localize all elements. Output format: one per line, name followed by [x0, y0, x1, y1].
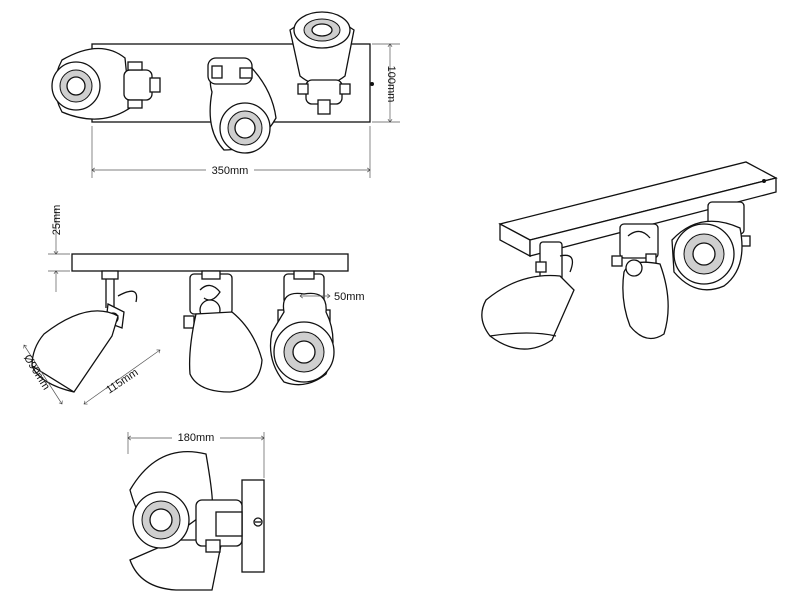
spotlight-left-top — [51, 47, 161, 120]
dimension-depth-side: 180mm — [178, 432, 215, 444]
isometric-view — [481, 161, 778, 350]
dimension-height-top: 100mm — [385, 66, 397, 103]
side-view: 180mm — [128, 430, 265, 591]
base-plate-front — [71, 253, 349, 272]
spotlight-right-top — [289, 11, 355, 115]
spotlight-right-iso — [671, 201, 751, 291]
spotlight-side — [129, 450, 243, 591]
spotlight-right-front — [269, 270, 335, 386]
dimension-plate-thickness: 25mm — [51, 205, 63, 236]
front-view: 25mm Ø90mm 115mm — [21, 205, 365, 404]
spotlight-left-front — [31, 270, 138, 393]
spotlight-middle-iso — [611, 223, 669, 340]
base-plate-side — [241, 479, 265, 573]
dimension-shade-length: 115mm — [104, 367, 140, 397]
spotlight-middle-front — [183, 270, 263, 393]
plate-screw-top — [370, 82, 374, 86]
top-view: 350mm 100mm — [51, 11, 400, 178]
dimension-arm-offset: 50mm — [334, 291, 365, 303]
spotlight-left-iso — [481, 241, 575, 350]
spotlight-middle-top — [207, 57, 277, 154]
dimension-width-top: 350mm — [212, 165, 249, 177]
